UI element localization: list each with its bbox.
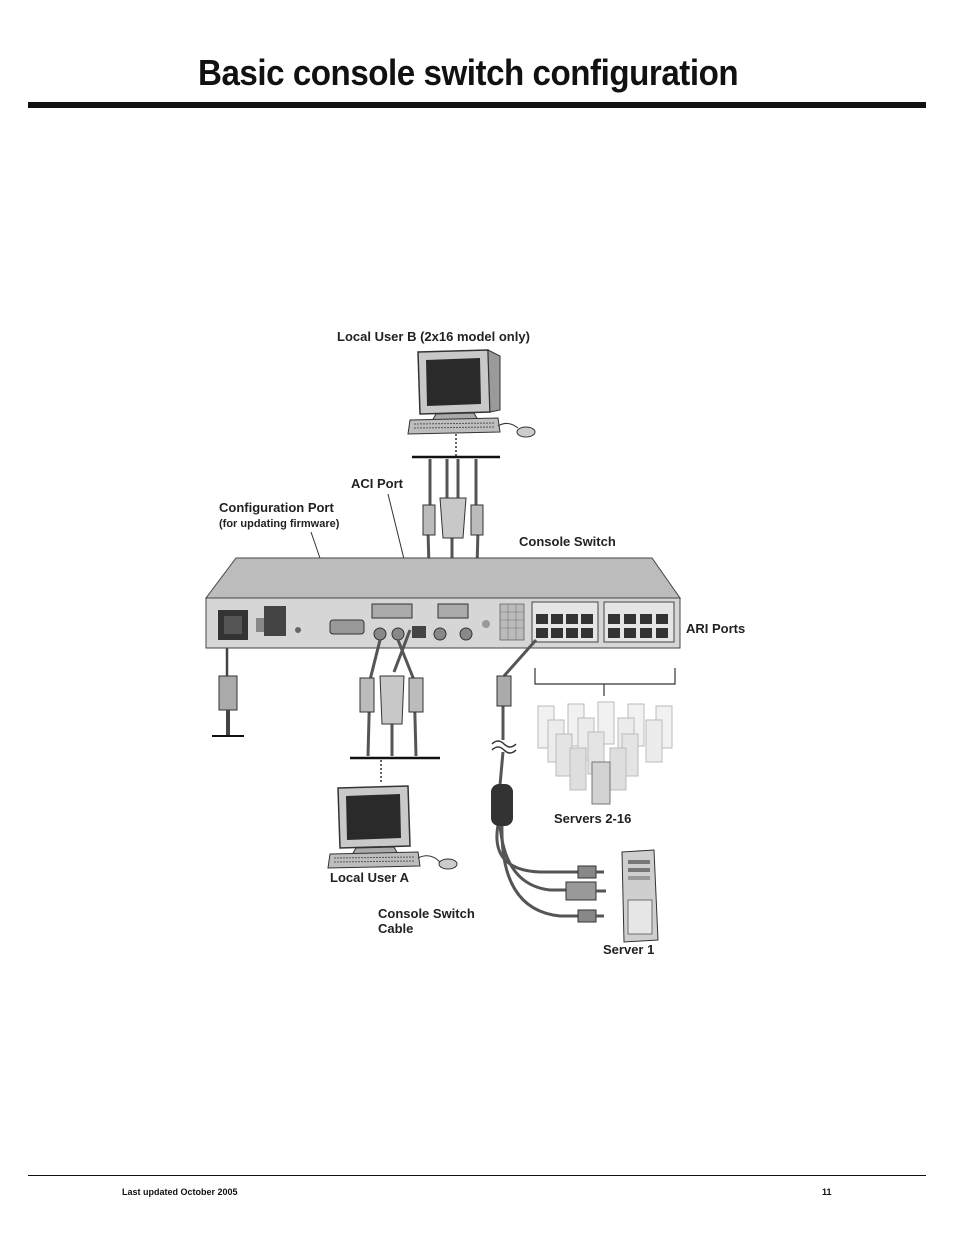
page-title: Basic console switch configuration (198, 52, 739, 93)
footer-last-updated: Last updated October 2005 (122, 1187, 238, 1197)
console-switch-kvm-switch-icon (205, 557, 681, 649)
console-switch-cable-icon (495, 639, 580, 918)
local-user-a-label: Local User A (330, 870, 410, 885)
local-user-a-mouse-icon (417, 855, 458, 870)
page-number: 11 (822, 1187, 832, 1197)
server-1-server-tower-icon (621, 849, 659, 943)
local-user-b-label: Local User B (2x16 model only) (337, 329, 530, 344)
servers-2-16-label: Servers 2-16 (554, 811, 631, 826)
servers-2-16-server-tower-icons (537, 701, 673, 805)
local-user-a-monitor-icon (337, 785, 411, 856)
console-switch-label: Console Switch (519, 534, 616, 549)
power-plug-icon (218, 648, 238, 735)
footer-rule (28, 1175, 926, 1176)
server-1-label: Server 1 (603, 942, 654, 957)
console-switch-cable-label-line2: Cable (378, 921, 413, 936)
configuration-port-note: (for updating firmware) (219, 518, 340, 530)
local-user-a-keyboard-icon (327, 851, 421, 869)
aci-port-label: ACI Port (351, 476, 404, 491)
configuration-port-label: Configuration Port (219, 500, 334, 515)
ari-ports-label: ARI Ports (686, 621, 745, 636)
title-rule (28, 102, 926, 108)
console-switch-cable-label-line1: Console Switch (378, 906, 475, 921)
local-user-b-mouse-icon (497, 422, 536, 438)
local-user-b-keyboard-icon (407, 417, 501, 435)
local-user-b-monitor-icon (417, 349, 501, 422)
